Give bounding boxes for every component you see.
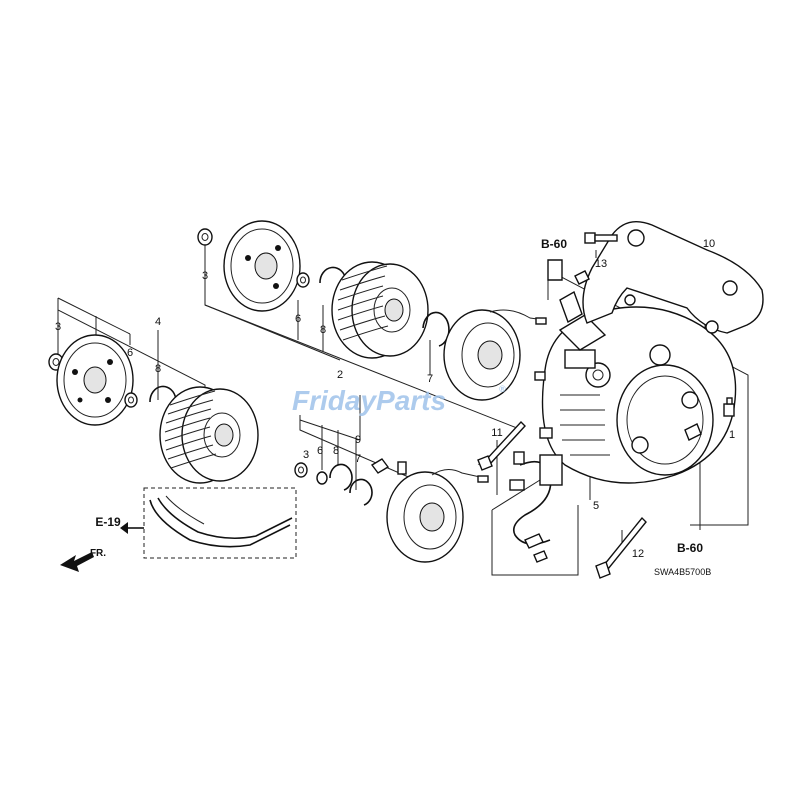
upper-clutch-assembly	[197, 220, 547, 401]
pulley-left	[159, 386, 259, 484]
callout-9: 9	[355, 434, 361, 446]
reference-b60-bottom: B-60	[677, 541, 703, 555]
callout-4: 4	[155, 316, 161, 328]
bolt-13	[584, 232, 618, 244]
bolt-12	[595, 516, 647, 579]
drive-belt-box	[143, 487, 297, 559]
field-coil-upper	[443, 309, 547, 401]
callout-3: 3	[55, 321, 61, 333]
bolt-1	[723, 397, 735, 417]
snap-ring-lower-a	[329, 463, 353, 491]
callout-10: 10	[703, 238, 715, 250]
callout-3: 3	[303, 449, 309, 461]
wire-harness	[509, 259, 590, 563]
pressure-plate-upper	[223, 220, 301, 312]
callout-5: 5	[593, 500, 599, 512]
diagram-code: SWA4B5700B	[654, 567, 711, 577]
reference-e19: E-19	[95, 515, 121, 529]
bolt-11	[477, 420, 526, 471]
watermark-registered-mark: ®	[499, 384, 506, 394]
pressure-plate-left	[56, 334, 134, 426]
watermark-brand: FridayParts	[292, 385, 446, 416]
callout-11: 11	[491, 427, 502, 439]
clutch-nut-lower	[294, 462, 308, 478]
front-arrow	[60, 552, 94, 572]
mounting-bracket	[582, 221, 764, 334]
field-coil-lower	[386, 469, 489, 563]
callouts: 3 6 4 8 3 6 8 2 7 3 6 8 9 7 11 5 13 10 1…	[55, 238, 735, 560]
lower-clutch-set	[294, 458, 489, 563]
callout-6: 6	[127, 347, 133, 359]
front-label: FR.	[90, 548, 106, 559]
callout-8: 8	[155, 363, 161, 375]
clutch-nut-upper	[197, 228, 213, 246]
e19-arrow	[120, 522, 144, 534]
shim-lower	[316, 471, 328, 485]
callout-3: 3	[202, 270, 208, 282]
callout-8: 8	[333, 445, 339, 457]
snap-ring-lower-b	[349, 478, 373, 506]
shim-upper	[296, 272, 310, 288]
callout-8: 8	[320, 324, 326, 336]
watermark: FridayParts ®	[292, 384, 506, 416]
shim-left	[124, 392, 138, 408]
callout-7: 7	[427, 373, 433, 385]
reference-b60-top: B-60	[541, 237, 567, 251]
callout-7: 7	[355, 453, 361, 465]
pulley-upper	[331, 261, 429, 359]
callout-2: 2	[337, 369, 343, 381]
callout-13: 13	[595, 258, 607, 270]
callout-1: 1	[729, 429, 735, 441]
bracket-clip	[370, 458, 407, 475]
callout-6: 6	[295, 313, 301, 325]
left-clutch-assembly	[48, 334, 259, 484]
compressor-body	[534, 306, 737, 484]
callout-12: 12	[632, 548, 644, 560]
callout-6: 6	[317, 445, 323, 457]
